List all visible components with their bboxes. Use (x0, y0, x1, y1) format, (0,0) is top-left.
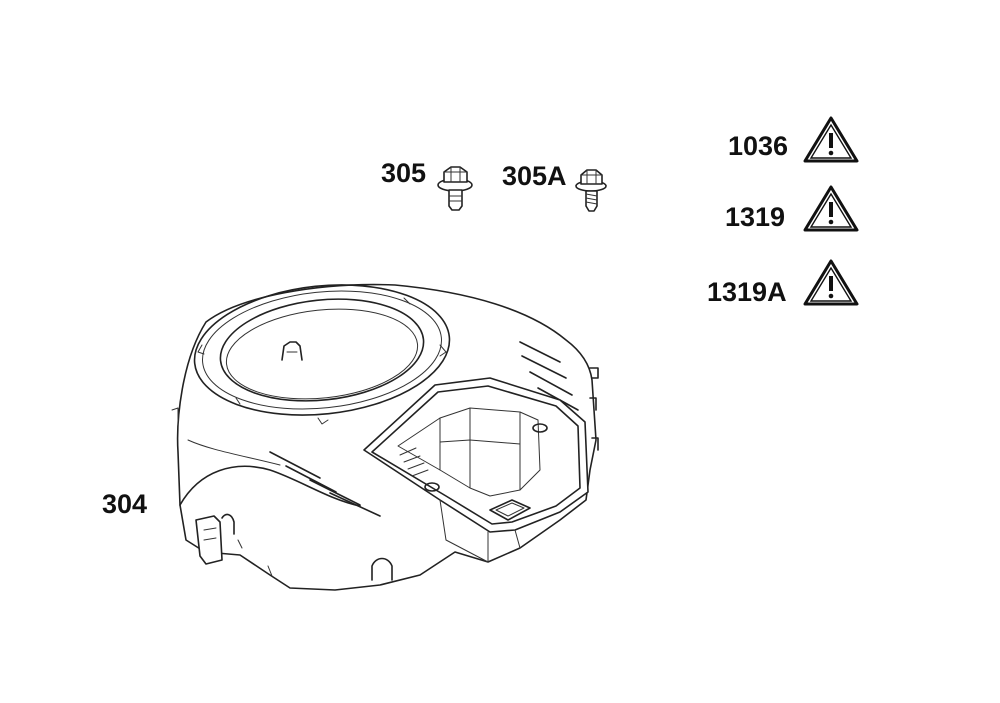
warning-triangle-1319 (803, 185, 859, 232)
screw-305a-drawing (575, 169, 607, 212)
callout-1319a: 1319A (707, 277, 787, 307)
warning-triangle-1319a (803, 259, 859, 306)
warning-triangle-1036 (803, 116, 859, 163)
callout-304: 304 (102, 489, 148, 519)
callout-1036: 1036 (728, 131, 789, 161)
blower-housing-drawing (171, 283, 599, 591)
callout-1319: 1319 (725, 202, 786, 232)
callout-305a: 305A (502, 161, 567, 191)
bolt-305-drawing (437, 166, 473, 211)
callout-305: 305 (381, 158, 427, 188)
